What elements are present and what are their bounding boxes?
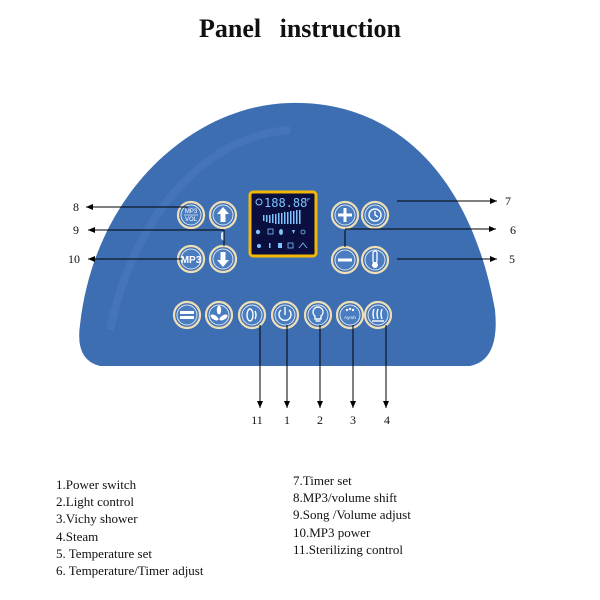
callout-10: 10 xyxy=(68,252,80,266)
legend-item: 8.MP3/volume shift xyxy=(293,490,398,506)
legend-item: 4.Steam xyxy=(56,528,99,544)
fan-button[interactable] xyxy=(204,300,234,330)
callout-3: 3 xyxy=(350,413,356,427)
legend-item: 2.Light control xyxy=(56,494,134,510)
legend-item: 5. Temperature set xyxy=(56,545,152,561)
clock-icon xyxy=(368,208,382,222)
vichy-shower-button[interactable]: Ayruh xyxy=(335,300,365,330)
lcd-digits: 188.88 xyxy=(264,196,307,210)
callout-1: 1 xyxy=(284,413,290,427)
thermometer-icon xyxy=(372,250,378,268)
light-control-button[interactable] xyxy=(303,300,333,330)
increase-button[interactable] xyxy=(330,200,360,230)
ozone-icon xyxy=(246,308,257,322)
power-icon xyxy=(278,307,292,322)
legend-item: 10.MP3 power xyxy=(293,524,371,540)
callout-7: 7 xyxy=(505,194,511,208)
legend-item: 7.Timer set xyxy=(293,473,352,488)
fan-icon xyxy=(210,305,228,321)
song-up-button[interactable] xyxy=(208,200,238,230)
legend-item: 6. Temperature/Timer adjust xyxy=(56,563,204,579)
heater-icon xyxy=(180,311,194,319)
sterilizing-control-button[interactable] xyxy=(237,300,267,330)
legend-right: 7.Timer set 8.MP3/volume shift 9.Song /V… xyxy=(293,472,411,558)
legend-item: 9.Song /Volume adjust xyxy=(293,507,411,523)
callout-9: 9 xyxy=(73,223,79,237)
lcd-level-bars xyxy=(263,210,301,224)
callout-4: 4 xyxy=(384,413,390,427)
mp3-power-button[interactable]: MP3 xyxy=(176,244,206,274)
mp3-volume-shift-button[interactable]: MP3 VOL xyxy=(176,200,206,230)
svg-text:VOL: VOL xyxy=(185,217,198,223)
plus-icon xyxy=(338,208,352,222)
svg-text:Ayruh: Ayruh xyxy=(344,315,356,320)
steam-output-button[interactable] xyxy=(172,300,202,330)
steam-button[interactable] xyxy=(363,300,393,330)
svg-text:MP3: MP3 xyxy=(181,255,202,266)
arrow-up-icon xyxy=(217,207,229,222)
callout-5: 5 xyxy=(509,252,515,266)
song-down-button[interactable] xyxy=(208,244,238,274)
callout-6: 6 xyxy=(510,223,516,237)
timer-set-button[interactable] xyxy=(360,200,390,230)
callout-lines xyxy=(86,198,497,408)
temperature-set-button[interactable] xyxy=(360,245,390,275)
lcd-display: 188.88 °F xyxy=(248,190,318,258)
arrow-down-icon xyxy=(217,252,229,267)
svg-text:MP3: MP3 xyxy=(185,209,198,215)
page-title: Panel instruction xyxy=(199,14,401,43)
callout-labels: 8 9 10 7 6 5 11 1 2 3 4 xyxy=(68,194,516,427)
shower-icon xyxy=(345,307,355,312)
bulb-icon xyxy=(312,306,324,322)
legend-item: 1.Power switch xyxy=(56,477,137,492)
power-switch-button[interactable] xyxy=(270,300,300,330)
decrease-button[interactable] xyxy=(330,245,360,275)
speaker-icon xyxy=(221,231,224,241)
steam-icon xyxy=(372,308,384,322)
minus-icon xyxy=(338,258,352,262)
lcd-unit-temp: °F xyxy=(304,198,310,204)
legend-item: 11.Sterilizing control xyxy=(293,541,403,557)
callout-8: 8 xyxy=(73,200,79,214)
callout-2: 2 xyxy=(317,413,323,427)
callout-11: 11 xyxy=(251,413,263,427)
legend-left: 1.Power switch 2.Light control 3.Vichy s… xyxy=(56,476,203,579)
legend-item: 3.Vichy shower xyxy=(56,511,138,527)
lcd-status-icons xyxy=(255,228,308,249)
